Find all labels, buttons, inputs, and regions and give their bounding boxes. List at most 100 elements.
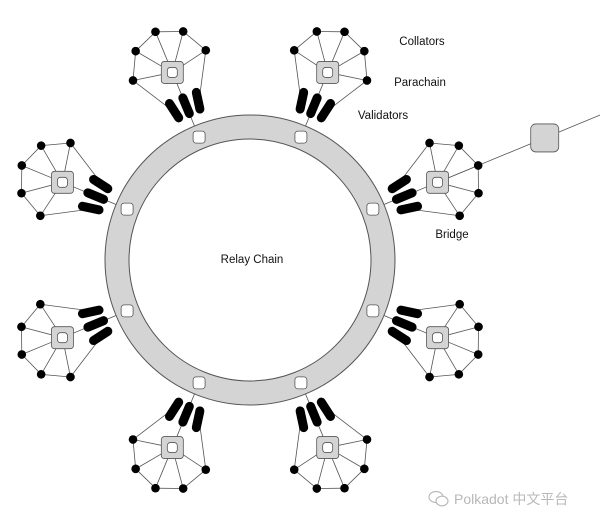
collator-validator-line bbox=[415, 303, 460, 311]
collator-node bbox=[36, 370, 46, 379]
collator-link-line bbox=[21, 145, 42, 166]
validator-node bbox=[306, 401, 322, 427]
collator-link-line bbox=[344, 31, 365, 52]
validator-node bbox=[387, 326, 411, 346]
collator-link-line bbox=[458, 145, 479, 166]
validator-node bbox=[77, 201, 104, 215]
ring-slot bbox=[192, 376, 206, 390]
collator-link-line bbox=[41, 142, 71, 147]
ring-slot bbox=[294, 130, 308, 144]
label-parachain: Parachain bbox=[394, 77, 446, 89]
collator-validator-line bbox=[70, 142, 98, 179]
parachain-group bbox=[17, 138, 134, 221]
collator-validator-line bbox=[40, 209, 85, 217]
parachain-core bbox=[57, 176, 68, 188]
collator-node bbox=[36, 141, 46, 150]
parachain-group bbox=[128, 27, 211, 144]
collator-node bbox=[454, 370, 464, 379]
collator-link-line bbox=[132, 51, 137, 81]
collator-node bbox=[289, 46, 299, 55]
validator-node bbox=[178, 93, 194, 119]
collator-link-line bbox=[21, 192, 41, 217]
parachain-group bbox=[366, 98, 600, 221]
collator-node bbox=[17, 188, 26, 198]
validator-node bbox=[295, 87, 309, 114]
parachain-group bbox=[289, 376, 372, 493]
collator-node bbox=[455, 299, 464, 309]
collator-node bbox=[131, 46, 140, 56]
collator-validator-line bbox=[132, 80, 169, 108]
collator-node bbox=[312, 484, 322, 493]
label-collators: Collators bbox=[399, 36, 445, 48]
collator-validator-line bbox=[293, 50, 301, 95]
collator-link-line bbox=[293, 469, 318, 489]
collator-link-line bbox=[182, 31, 207, 51]
validator-node bbox=[164, 99, 184, 123]
collator-link-line bbox=[459, 192, 479, 217]
collator-link-line bbox=[429, 373, 459, 378]
parachain-core bbox=[57, 332, 68, 344]
ring-slot bbox=[120, 304, 134, 318]
collator-link-line bbox=[21, 303, 41, 328]
parachain-core bbox=[322, 67, 334, 78]
parachain-core bbox=[166, 442, 178, 453]
collator-link-line bbox=[21, 326, 23, 355]
collator-link-line bbox=[155, 31, 184, 33]
parachain-core bbox=[432, 332, 443, 344]
collator-node bbox=[66, 138, 75, 148]
collator-node bbox=[474, 188, 483, 198]
collator-node bbox=[36, 211, 45, 221]
collator-link-line bbox=[363, 439, 368, 469]
label-relay-chain: Relay Chain bbox=[220, 254, 284, 266]
collator-node bbox=[131, 464, 140, 474]
ring-outer-edge bbox=[104, 114, 396, 406]
collator-link-line bbox=[316, 31, 345, 33]
collator-node bbox=[455, 211, 464, 221]
collator-node bbox=[151, 483, 160, 493]
parachain-core bbox=[432, 176, 443, 188]
validator-node bbox=[77, 305, 104, 319]
collator-link-line bbox=[477, 326, 479, 355]
collator-node bbox=[178, 27, 188, 36]
collator-node bbox=[178, 484, 188, 493]
collator-node bbox=[340, 27, 349, 37]
collator-link-line bbox=[477, 165, 479, 194]
collator-validator-line bbox=[199, 50, 207, 95]
parachain-group bbox=[128, 376, 211, 493]
ring-slot bbox=[120, 202, 134, 216]
ring-inner-edge bbox=[128, 138, 372, 382]
validator-node bbox=[89, 326, 113, 346]
collator-node bbox=[360, 46, 369, 56]
collator-node bbox=[425, 138, 434, 148]
ring-slot bbox=[366, 304, 380, 318]
validator-node bbox=[295, 406, 309, 433]
collator-validator-line bbox=[402, 142, 430, 179]
collator-link-line bbox=[363, 51, 368, 81]
collator-link-line bbox=[41, 373, 71, 378]
label-bridge: Bridge bbox=[435, 229, 469, 241]
collator-node bbox=[362, 435, 372, 444]
collator-link-line bbox=[458, 354, 479, 375]
collator-node bbox=[201, 465, 211, 474]
collator-node bbox=[66, 372, 75, 382]
collator-link-line bbox=[155, 487, 184, 489]
validator-node bbox=[306, 93, 322, 119]
relay-chain-ring bbox=[105, 115, 395, 405]
parachain-group bbox=[366, 299, 483, 382]
collator-validator-line bbox=[415, 209, 460, 217]
ring-slot bbox=[294, 376, 308, 390]
validator-node bbox=[396, 201, 423, 215]
collator-validator-line bbox=[293, 425, 301, 470]
collator-link-line bbox=[21, 354, 42, 375]
collator-validator-line bbox=[331, 412, 368, 440]
parachain-core bbox=[166, 67, 178, 78]
bridge-node bbox=[530, 123, 560, 153]
ring-slot bbox=[366, 202, 380, 216]
collator-validator-line bbox=[40, 303, 85, 311]
parachain-core bbox=[322, 442, 334, 453]
parachain-group bbox=[17, 299, 134, 382]
validator-node bbox=[83, 188, 109, 204]
validator-node bbox=[396, 305, 423, 319]
ring-slot bbox=[192, 130, 206, 144]
